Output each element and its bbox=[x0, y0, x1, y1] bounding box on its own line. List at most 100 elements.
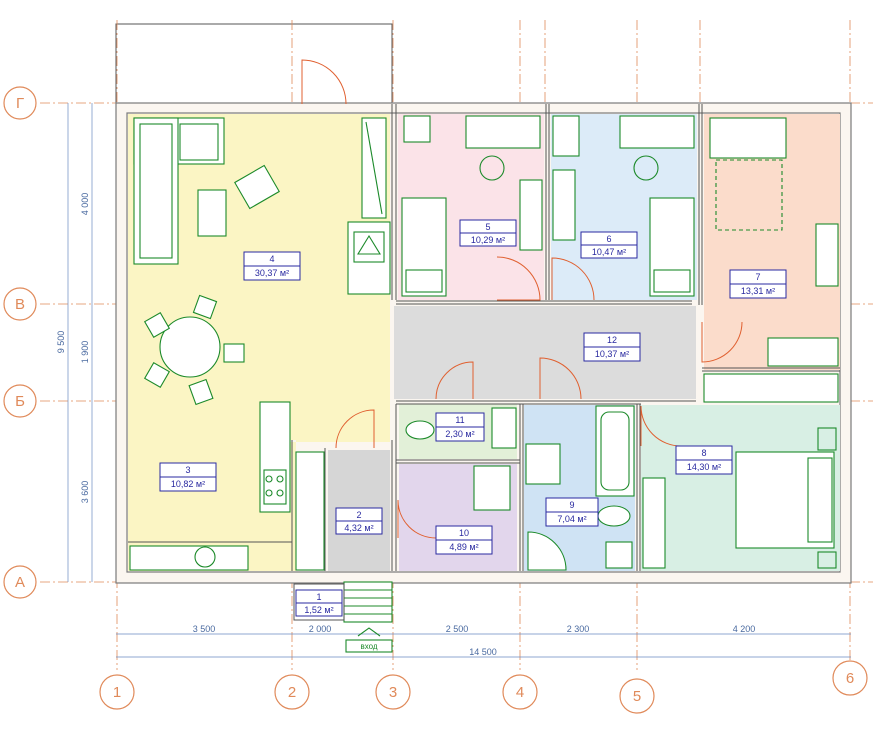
svg-text:4: 4 bbox=[269, 254, 274, 264]
chair-icon bbox=[479, 155, 505, 181]
svg-text:10: 10 bbox=[459, 528, 469, 538]
entry-label: вход bbox=[360, 642, 377, 651]
axis-bubbles-letters: Г В Б А bbox=[3, 86, 37, 599]
dim-labels-left: 4 000 1 900 3 600 9 500 bbox=[56, 193, 90, 504]
axis-label-v: В bbox=[15, 296, 25, 313]
room-7[interactable] bbox=[704, 114, 840, 370]
double-bed-icon bbox=[709, 117, 787, 231]
axis-label-6: 6 bbox=[846, 670, 854, 687]
armchair-icon bbox=[234, 164, 280, 210]
room-label-8: 8 14,30 м² bbox=[675, 445, 733, 475]
svg-text:1: 1 bbox=[316, 592, 321, 602]
svg-text:4,32 м²: 4,32 м² bbox=[344, 523, 373, 533]
dimensions bbox=[67, 103, 851, 658]
sink-icon bbox=[525, 443, 561, 485]
top-extension bbox=[115, 23, 393, 104]
room-labels: 1 1,52 м² 2 4,32 м² 3 10,82 м² 4 30,37 м… bbox=[159, 219, 787, 617]
axis-label-1: 1 bbox=[113, 684, 121, 701]
wardrobe-icon bbox=[767, 337, 839, 367]
svg-text:14,30 м²: 14,30 м² bbox=[687, 462, 721, 472]
dim-left-0: 4 000 bbox=[80, 193, 90, 216]
svg-text:10,82 м²: 10,82 м² bbox=[171, 479, 205, 489]
wardrobe-icon bbox=[815, 223, 839, 287]
shelf-icon bbox=[403, 115, 431, 143]
room-label-7: 7 13,31 м² bbox=[729, 269, 787, 299]
room-label-9: 9 7,04 м² bbox=[545, 497, 599, 527]
coffee-table-icon bbox=[197, 189, 227, 237]
chair-icon bbox=[633, 155, 659, 181]
wardrobe-icon bbox=[552, 169, 576, 241]
fireplace-icon bbox=[347, 221, 391, 295]
room-label-4: 4 30,37 м² bbox=[243, 251, 301, 281]
svg-text:5: 5 bbox=[485, 222, 490, 232]
dim-bottom-1: 2 000 bbox=[309, 624, 332, 634]
svg-text:10,47 м²: 10,47 м² bbox=[592, 247, 626, 257]
toilet-icon bbox=[405, 420, 435, 440]
double-bed-icon bbox=[735, 427, 837, 569]
bed-icon bbox=[649, 197, 695, 297]
svg-text:7: 7 bbox=[755, 272, 760, 282]
axis-bubbles-numbers: 1 2 3 4 5 6 bbox=[99, 660, 868, 714]
porch-steps-icon bbox=[343, 581, 393, 623]
svg-text:6: 6 bbox=[606, 234, 611, 244]
dim-left-1: 1 900 bbox=[80, 341, 90, 364]
svg-text:2: 2 bbox=[356, 510, 361, 520]
svg-text:8: 8 bbox=[701, 448, 706, 458]
svg-text:2,30 м²: 2,30 м² bbox=[445, 429, 474, 439]
sofa-icon bbox=[133, 117, 225, 265]
kitchen-counter-icon bbox=[129, 401, 291, 571]
shoe-rack-icon bbox=[295, 451, 325, 571]
shelf-icon bbox=[552, 115, 580, 157]
shower-icon bbox=[527, 531, 567, 571]
toilet-icon bbox=[597, 505, 631, 527]
room-label-6: 6 10,47 м² bbox=[580, 231, 638, 259]
furniture bbox=[129, 115, 839, 623]
dim-left-2: 3 600 bbox=[80, 481, 90, 504]
room-label-5: 5 10,29 м² bbox=[459, 219, 517, 247]
doors bbox=[301, 59, 743, 539]
wardrobe-icon bbox=[642, 477, 666, 569]
interior-walls bbox=[128, 104, 840, 571]
axis-label-2: 2 bbox=[288, 684, 296, 701]
desk-icon bbox=[619, 115, 695, 149]
sink-icon bbox=[491, 407, 517, 449]
svg-text:30,37 м²: 30,37 м² bbox=[255, 268, 289, 278]
dim-bottom-total: 14 500 bbox=[469, 647, 497, 657]
dim-bottom-0: 3 500 bbox=[193, 624, 216, 634]
bathtub-icon bbox=[595, 405, 635, 497]
dim-left-total: 9 500 bbox=[56, 331, 66, 354]
svg-text:7,04 м²: 7,04 м² bbox=[557, 514, 586, 524]
dim-bottom-2: 2 500 bbox=[446, 624, 469, 634]
axis-label-a: А bbox=[15, 574, 25, 591]
dim-bottom-4: 4 200 bbox=[733, 624, 756, 634]
desk-icon bbox=[465, 115, 541, 149]
dining-table-icon bbox=[143, 294, 245, 406]
svg-text:3: 3 bbox=[185, 465, 190, 475]
svg-text:1,52 м²: 1,52 м² bbox=[304, 605, 333, 615]
wardrobe-icon bbox=[703, 373, 839, 403]
porch-platform bbox=[293, 583, 345, 621]
axis-label-b: Б bbox=[15, 393, 25, 410]
room-label-12: 12 10,37 м² bbox=[583, 332, 641, 362]
axis-label-3: 3 bbox=[389, 684, 397, 701]
boiler-icon bbox=[473, 465, 511, 511]
svg-text:10,37 м²: 10,37 м² bbox=[595, 349, 629, 359]
svg-text:9: 9 bbox=[569, 500, 574, 510]
room-12[interactable] bbox=[394, 306, 696, 399]
room-label-11: 11 2,30 м² bbox=[435, 412, 485, 442]
wardrobe-icon bbox=[519, 179, 543, 251]
washer-icon bbox=[605, 541, 633, 569]
axis-label-5: 5 bbox=[633, 688, 641, 705]
room-label-3: 3 10,82 м² bbox=[159, 462, 217, 492]
svg-text:13,31 м²: 13,31 м² bbox=[741, 286, 775, 296]
axis-label-4: 4 bbox=[516, 684, 524, 701]
room-label-2: 2 4,32 м² bbox=[335, 507, 383, 535]
dim-bottom-3: 2 300 bbox=[567, 624, 590, 634]
bed-icon bbox=[401, 197, 447, 297]
svg-text:12: 12 bbox=[607, 335, 617, 345]
svg-text:10,29 м²: 10,29 м² bbox=[471, 235, 505, 245]
svg-text:4,89 м²: 4,89 м² bbox=[449, 542, 478, 552]
room-label-1: 1 1,52 м² bbox=[295, 589, 343, 617]
dim-labels-bottom: 3 500 2 000 2 500 2 300 4 200 14 500 bbox=[193, 624, 756, 657]
